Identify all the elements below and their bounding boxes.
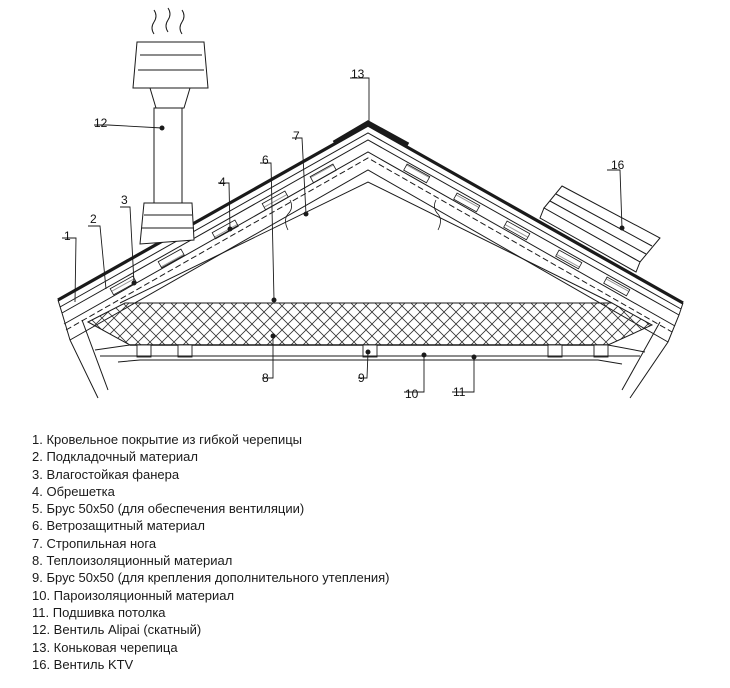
legend-item: 5. Брус 50х50 (для обеспечения вентиляци… [32, 501, 305, 517]
bars-50x50 [136, 344, 609, 358]
alipai-vent [132, 7, 209, 245]
battens-band [63, 151, 676, 327]
callout-16: 16 [611, 158, 625, 172]
callout-10: 10 [405, 387, 419, 401]
legend-item: 12. Вентиль Alipai (скатный) [32, 622, 202, 638]
callout-4: 4 [219, 175, 226, 189]
rafter-lower-edge [69, 169, 669, 343]
legend-list: 1. Кровельное покрытие из гибкой черепиц… [32, 431, 390, 673]
legend-item: 4. Обрешетка [32, 483, 115, 499]
callout-11: 11 [453, 385, 466, 399]
ktv-vent [539, 185, 661, 273]
legend-item: 2. Подкладочный материал [32, 449, 198, 465]
legend-item: 16. Вентиль KTV [32, 656, 134, 672]
callout-9: 9 [358, 371, 365, 385]
roof-cross-section-diagram: 1 2 3 4 6 7 8 9 10 11 12 13 16 [57, 7, 684, 401]
legend-item: 3. Влагостойкая фанера [32, 466, 180, 482]
legend-item: 13. Коньковая черепица [32, 639, 178, 655]
underlay-layer [59, 132, 682, 310]
callout-3: 3 [121, 193, 128, 207]
callout-2: 2 [90, 212, 97, 226]
ridge-tile [332, 120, 410, 148]
legend-item: 11. Подшивка потолка [32, 604, 166, 620]
battens [109, 163, 631, 297]
callout-7: 7 [293, 129, 300, 143]
callout-13: 13 [351, 67, 365, 81]
callout-12: 12 [94, 116, 108, 130]
callout-1: 1 [64, 229, 71, 243]
legend-item: 9. Брус 50х50 (для крепления дополнитель… [32, 570, 390, 586]
callout-8: 8 [262, 371, 269, 385]
legend-item: 10. Пароизоляционный материал [32, 587, 235, 603]
windproof-membrane [65, 157, 673, 333]
attic-inner-triangle [119, 181, 613, 304]
leader-lines [62, 77, 623, 393]
legend-item: 1. Кровельное покрытие из гибкой черепиц… [32, 432, 303, 447]
legend-item: 6. Ветрозащитный материал [32, 518, 205, 534]
legend-item: 7. Стропильная нога [32, 535, 157, 551]
callout-6: 6 [262, 153, 269, 167]
insulation [86, 302, 654, 346]
plywood-layer [61, 139, 680, 316]
legend-item: 8. Теплоизоляционный материал [32, 553, 233, 569]
